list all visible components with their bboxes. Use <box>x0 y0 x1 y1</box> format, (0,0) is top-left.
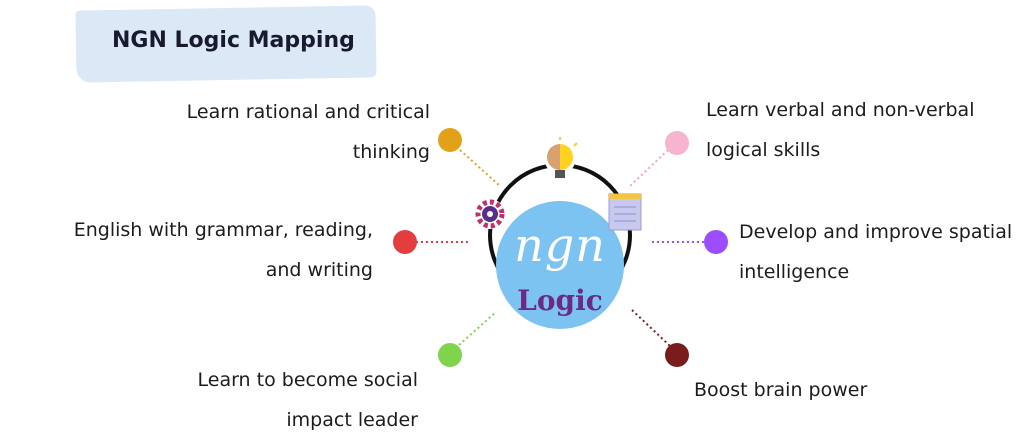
center-logo-ngn: ngn <box>514 218 606 272</box>
label-line: Learn verbal and non-verbal <box>706 99 975 121</box>
label-verbal: Learn verbal and non-verbal logical skil… <box>706 90 1006 170</box>
connector-social <box>458 311 497 346</box>
label-line: and writing <box>265 259 373 281</box>
node-dot-social <box>438 343 462 367</box>
connector-brain <box>631 309 671 347</box>
label-rational: Learn rational and critical thinking <box>150 92 430 172</box>
connector-verbal <box>627 149 669 189</box>
label-line: logical skills <box>706 139 821 161</box>
brain-bulb-icon <box>544 137 578 178</box>
label-line: thinking <box>352 141 430 163</box>
label-line: English with grammar, reading, <box>73 219 373 241</box>
node-dot-verbal <box>665 131 689 155</box>
node-dot-rational <box>438 128 462 152</box>
label-english: English with grammar, reading, and writi… <box>60 210 373 290</box>
label-line: impact leader <box>286 409 418 431</box>
sticky-note-icon <box>608 193 642 231</box>
label-line: Learn rational and critical <box>186 101 430 123</box>
node-dot-english <box>393 230 417 254</box>
label-brain: Boost brain power <box>694 370 994 410</box>
label-spatial: Develop and improve spatial intelligence <box>739 212 1019 292</box>
gear-icon <box>475 199 505 229</box>
node-dot-brain <box>665 343 689 367</box>
connector-rational <box>459 149 501 187</box>
node-dot-spatial <box>704 230 728 254</box>
label-line: Develop and improve spatial <box>739 221 1013 243</box>
label-social: Learn to become social impact leader <box>170 360 419 440</box>
page-title: NGN Logic Mapping <box>112 28 355 53</box>
label-line: Boost brain power <box>694 379 868 401</box>
center-logo-logic: Logic <box>517 284 603 317</box>
label-line: intelligence <box>739 261 850 283</box>
label-line: Learn to become social <box>197 369 419 391</box>
center-circle <box>496 201 624 329</box>
